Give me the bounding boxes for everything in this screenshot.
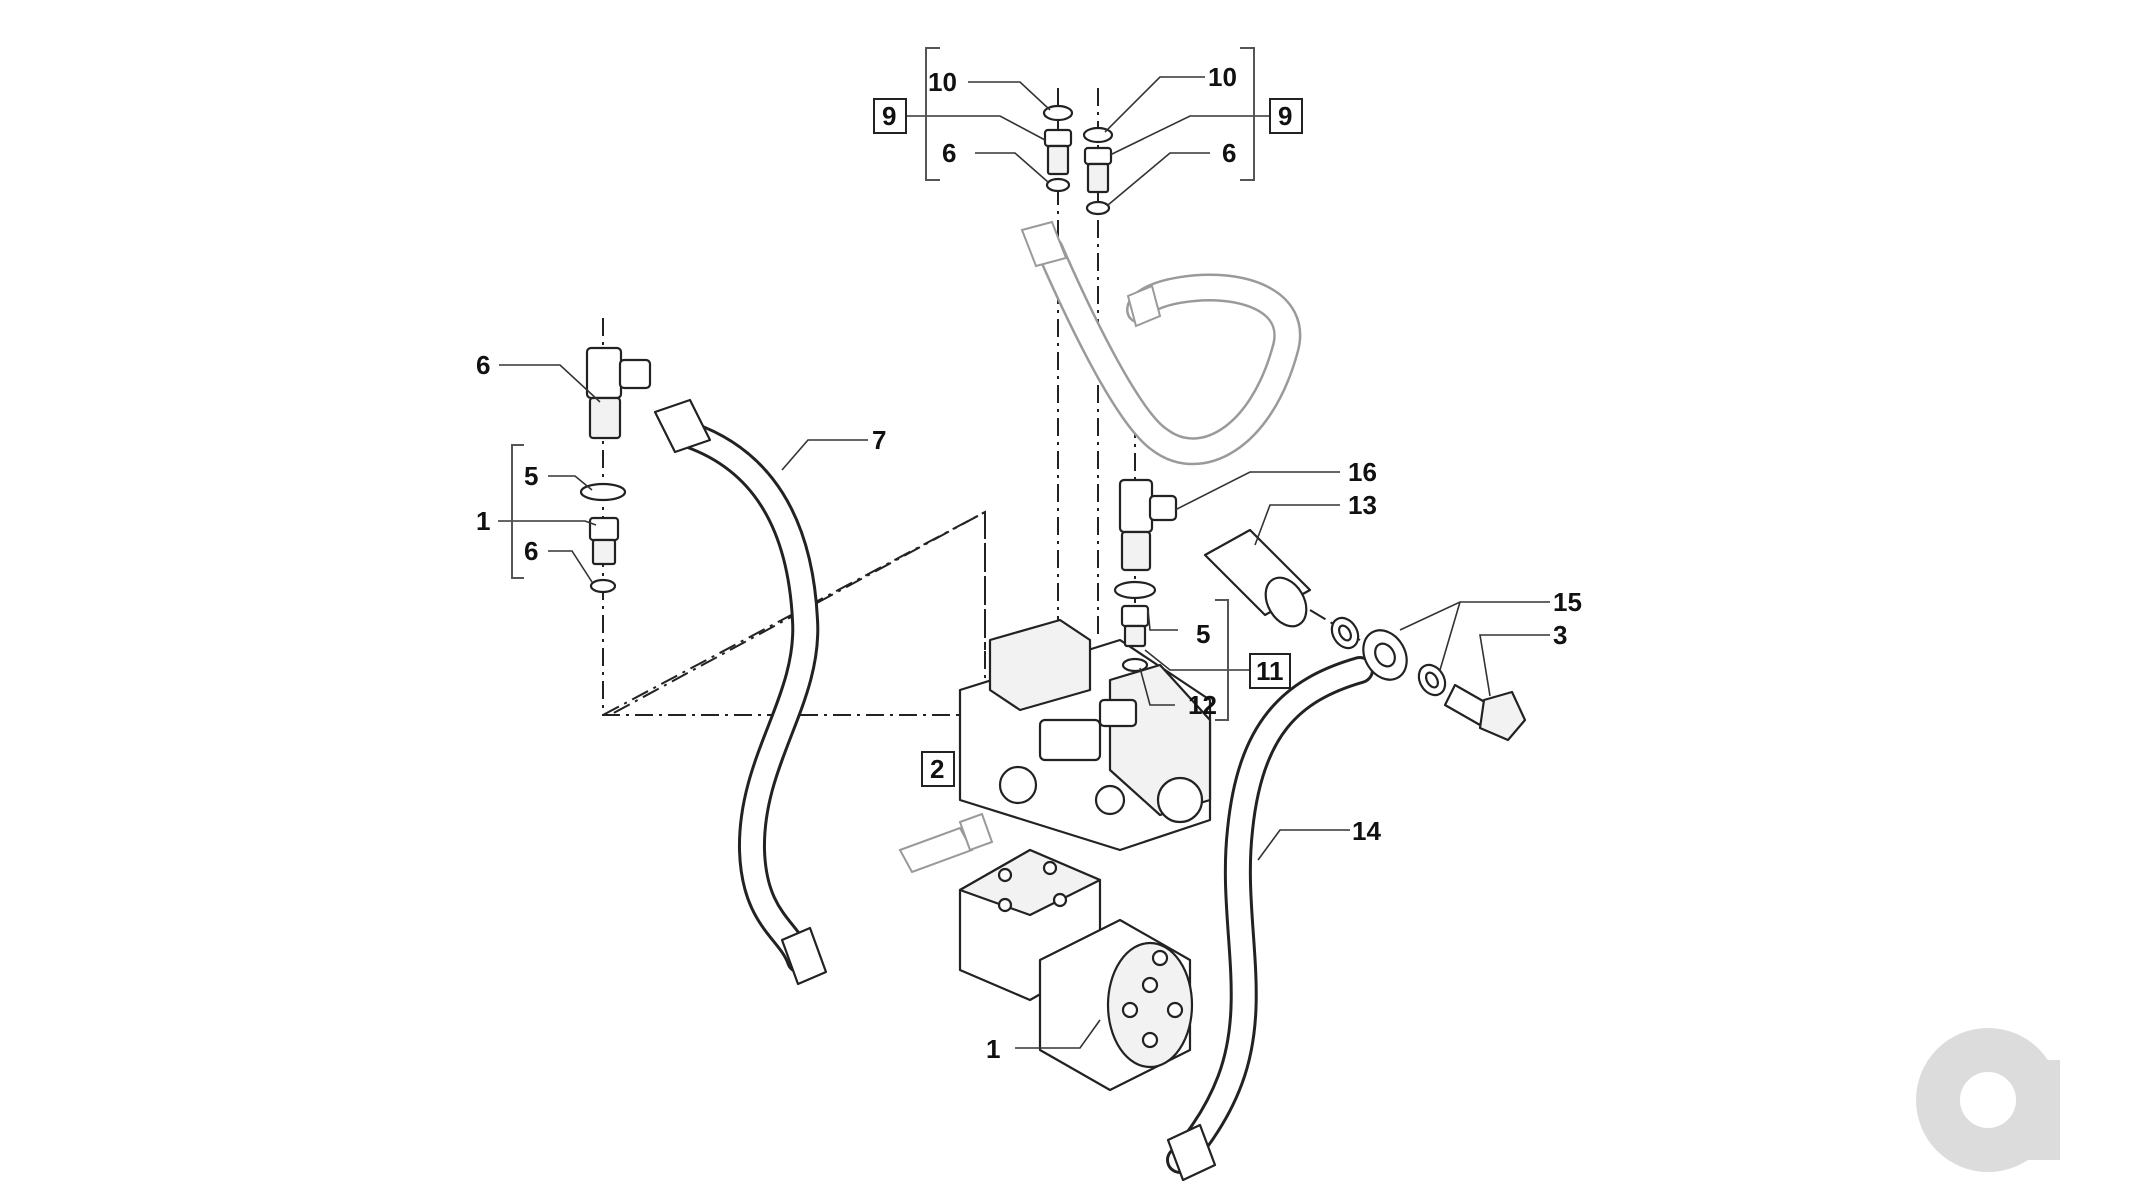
- callout-9-right: 9: [1278, 101, 1292, 131]
- bolt-3: [1443, 683, 1527, 742]
- washers-15: [1330, 616, 1447, 697]
- sensor-plug: [898, 812, 994, 874]
- callout-box-2: [921, 751, 955, 787]
- bracket-9-right: [1240, 47, 1255, 181]
- callout-6-lower: 6: [524, 536, 538, 566]
- background-hose: [1020, 220, 1302, 466]
- callout-6-top-left: 6: [942, 138, 956, 168]
- callout-box-11: [1249, 653, 1291, 689]
- top-fitting-right: [1082, 126, 1114, 216]
- callout-3: 3: [1553, 620, 1567, 650]
- sleeve-13: [1203, 528, 1312, 628]
- callout-14: 14: [1352, 816, 1381, 846]
- tee-fitting-left: [585, 346, 652, 440]
- hose-14: [1166, 629, 1408, 1182]
- callout-2: 2: [930, 754, 944, 784]
- callout-6-top-right: 6: [1222, 138, 1236, 168]
- callout-13: 13: [1348, 490, 1377, 520]
- callout-box-9-right: [1269, 98, 1303, 134]
- callout-15: 15: [1553, 587, 1582, 617]
- steering-unit-1: [958, 848, 1194, 1092]
- bracket-9-left: [925, 47, 940, 181]
- valve-block: [958, 618, 1212, 852]
- callout-6-tee: 6: [476, 350, 490, 380]
- centerlines: [602, 88, 1361, 716]
- callout-9-left: 9: [882, 101, 896, 131]
- callout-1-motor: 1: [986, 1034, 1000, 1064]
- callout-10-right: 10: [1208, 62, 1237, 92]
- bracket-11: [1215, 599, 1229, 721]
- bracket-1-left: [511, 444, 524, 579]
- tee-fitting-16: [1113, 478, 1178, 673]
- top-fitting-left: [1042, 104, 1074, 193]
- callout-16: 16: [1348, 457, 1377, 487]
- callout-1-bracket: 1: [476, 506, 490, 536]
- callout-10-left: 10: [928, 67, 957, 97]
- callout-5-left: 5: [524, 461, 538, 491]
- hose-7: [653, 398, 828, 986]
- callout-box-9-left: [873, 98, 907, 134]
- callout-7: 7: [872, 425, 886, 455]
- callout-5-right: 5: [1196, 619, 1210, 649]
- adapter-left: [579, 482, 627, 594]
- callout-12: 12: [1188, 690, 1217, 720]
- leader-lines: [498, 76, 1550, 1049]
- watermark-logo: [1916, 1028, 2060, 1172]
- callout-11: 11: [1256, 656, 1284, 686]
